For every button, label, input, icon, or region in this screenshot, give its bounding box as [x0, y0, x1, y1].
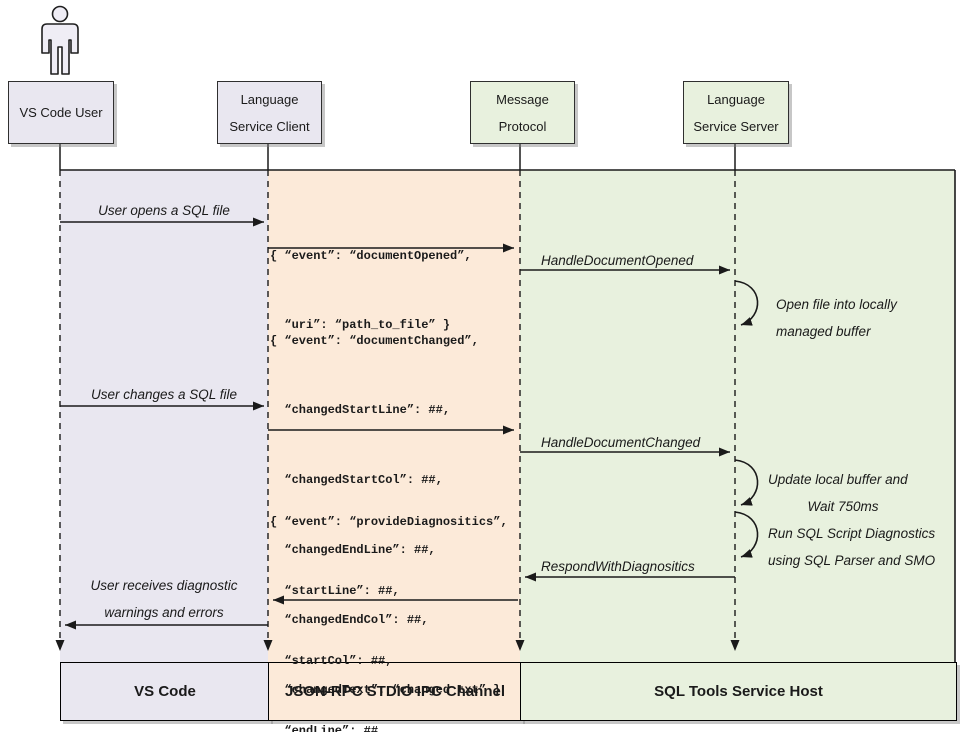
actor-label: Language — [707, 91, 765, 107]
footer-box-service-host: SQL Tools Service Host — [520, 662, 957, 721]
note-open-file-2: managed buffer — [776, 324, 871, 339]
actor-label: Service Server — [693, 118, 779, 134]
note-run-diagnostics-2: using SQL Parser and SMO — [768, 553, 936, 568]
note-open-file-1: Open file into locally — [776, 297, 897, 312]
self-loop-update-buffer — [734, 459, 759, 506]
label-respond-with-diagnostics: RespondWithDiagnositics — [541, 559, 695, 574]
footer-label: VS Code — [134, 683, 196, 700]
self-loop-run-diagnostics — [734, 511, 759, 558]
note-update-buffer-1: Update local buffer and — [768, 472, 908, 487]
lane-ipc-channel — [268, 170, 520, 662]
message-provide-diagnostics: { “event”: “provideDiagnositics”, “start… — [270, 514, 508, 732]
footer-box-vs-code: VS Code — [60, 662, 270, 721]
actor-label: Language — [240, 91, 299, 107]
actor-label: VS Code User — [19, 105, 103, 120]
actor-label: Protocol — [498, 118, 547, 134]
actor-box-vs-code-user: VS Code User — [8, 81, 114, 144]
label-user-changes: User changes a SQL file — [90, 387, 238, 402]
footer-label: SQL Tools Service Host — [654, 683, 823, 700]
lane-vscode — [60, 170, 268, 662]
note-run-diagnostics-1: Run SQL Script Diagnostics — [768, 526, 936, 541]
actor-box-language-service-server: Language Service Server — [683, 81, 789, 144]
footer-label: JSON-RPC STDIO IPC Channel — [284, 683, 506, 700]
label-handle-document-changed: HandleDocumentChanged — [541, 435, 701, 450]
actor-label: Service Client — [229, 118, 310, 134]
actor-label: Message — [496, 91, 549, 107]
label-user-opens: User opens a SQL file — [98, 203, 230, 218]
actor-box-message-protocol: Message Protocol — [470, 81, 575, 144]
message-document-changed: { “event”: “documentChanged”, “changedSt… — [270, 333, 501, 698]
label-handle-document-opened: HandleDocumentOpened — [541, 253, 694, 268]
self-loop-open-file — [734, 280, 759, 326]
lane-service-host — [520, 170, 955, 662]
note-update-buffer-2: Wait 750ms — [807, 499, 879, 514]
message-document-opened: { “event”: “documentOpened”, “uri”: “pat… — [270, 248, 472, 333]
lifeline-stubs — [59, 143, 736, 170]
person-icon — [41, 5, 79, 75]
actor-box-language-service-client: Language Service Client — [217, 81, 322, 144]
